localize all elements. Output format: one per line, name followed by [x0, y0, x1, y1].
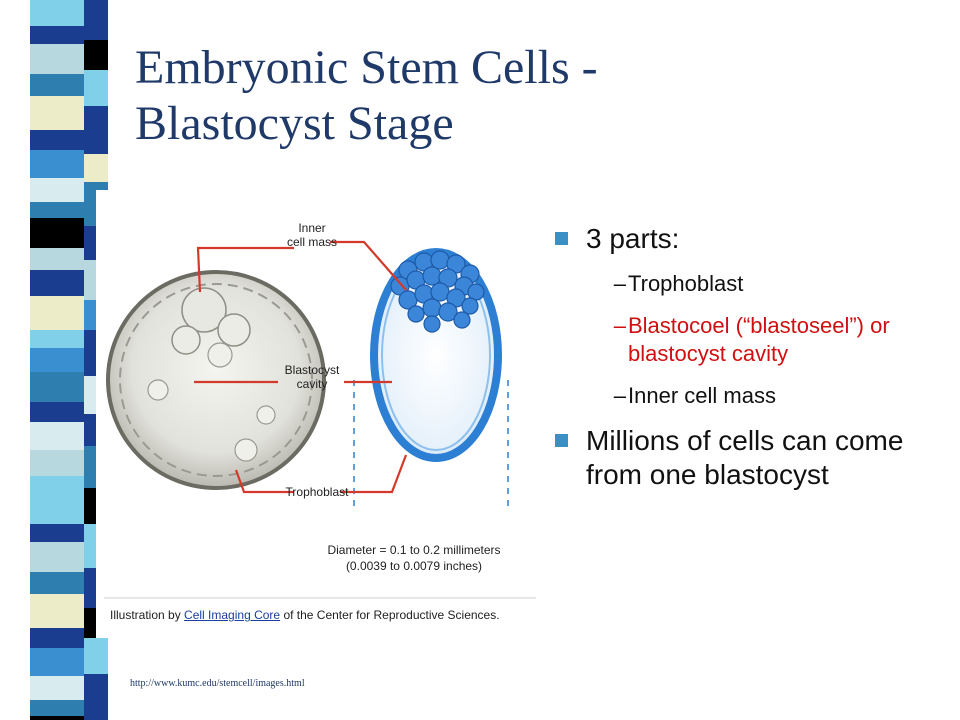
label-cavity-1: Blastocyst	[285, 363, 340, 377]
strip-block	[30, 450, 84, 476]
bullet-item: Millions of cells can come from one blas…	[555, 424, 935, 492]
bullet-item: 3 parts:–Trophoblast–Blastocoel (“blasto…	[555, 222, 935, 410]
strip-block	[30, 44, 84, 74]
strip-block	[30, 202, 84, 218]
sub-item: –Trophoblast	[586, 270, 935, 298]
strip-block	[84, 106, 108, 154]
strip-block	[30, 74, 84, 96]
strip-block	[30, 372, 84, 402]
strip-block	[30, 218, 84, 248]
source-url[interactable]: http://www.kumc.edu/stemcell/images.html	[130, 678, 305, 689]
strip-block	[30, 700, 84, 716]
figure-caption: Illustration by Cell Imaging Core of the…	[110, 608, 500, 622]
strip-block	[30, 676, 84, 700]
strip-block	[30, 498, 84, 524]
sub-item-text: Blastocoel (“blastoseel”) or blastocyst …	[628, 313, 890, 366]
bullet-text: Millions of cells can come from one blas…	[586, 425, 904, 490]
strip-block	[30, 524, 84, 542]
square-bullet-icon	[555, 434, 568, 447]
strip-block	[84, 154, 108, 182]
strip-block	[84, 674, 108, 720]
strip-block	[84, 40, 108, 70]
blastocyst-diagram: Inner cell mass Blastocyst cavity Tropho…	[104, 221, 536, 599]
sub-item: –Inner cell mass	[586, 382, 935, 410]
strip-block	[30, 296, 84, 330]
label-inner-cell-mass-1: Inner	[298, 221, 325, 235]
strip-block	[30, 594, 84, 628]
sub-list: –Trophoblast–Blastocoel (“blastoseel”) o…	[586, 270, 935, 410]
strip-block	[84, 638, 108, 674]
strip-block	[30, 96, 84, 130]
label-cavity-2: cavity	[297, 377, 328, 391]
bullet-text: 3 parts:	[586, 223, 680, 254]
strip-block	[30, 270, 84, 296]
diameter-line-2: (0.0039 to 0.0079 inches)	[346, 559, 482, 573]
strip-block	[30, 648, 84, 676]
caption-suffix: of the Center for Reproductive Sciences.	[283, 608, 500, 622]
sub-item-text: Inner cell mass	[628, 383, 776, 408]
schematic-blastocyst	[370, 248, 502, 462]
title-line-2: Blastocyst Stage	[135, 97, 454, 150]
strip-block	[30, 716, 84, 720]
strip-block	[30, 348, 84, 372]
strip-block	[30, 628, 84, 648]
bullet-list: 3 parts:–Trophoblast–Blastocoel (“blasto…	[555, 222, 935, 492]
strip-column-left	[30, 0, 84, 720]
square-bullet-icon	[555, 232, 568, 245]
strip-block	[30, 422, 84, 450]
slide-title: Embryonic Stem Cells - Blastocyst Stage	[135, 40, 935, 152]
sub-item-text: Trophoblast	[628, 271, 744, 296]
strip-block	[30, 572, 84, 594]
strip-block	[30, 330, 84, 348]
sub-item: –Blastocoel (“blastoseel”) or blastocyst…	[586, 312, 935, 368]
caption-link[interactable]: Cell Imaging Core	[184, 608, 281, 622]
micrograph-blastocyst	[106, 270, 326, 490]
title-line-1: Embryonic Stem Cells -	[135, 41, 598, 94]
strip-block	[30, 248, 84, 270]
strip-block	[30, 476, 84, 498]
strip-block	[30, 542, 84, 572]
dash-marker: –	[613, 313, 626, 338]
strip-block	[30, 130, 84, 150]
dash-marker: –	[613, 383, 626, 408]
strip-block	[30, 178, 84, 202]
strip-block	[30, 150, 84, 178]
label-trophoblast: Trophoblast	[286, 485, 350, 499]
strip-block	[84, 0, 108, 40]
strip-block	[84, 70, 108, 106]
strip-block	[30, 0, 84, 26]
inner-cell-mass-cells	[390, 250, 485, 333]
decorative-side-strip	[0, 0, 108, 720]
strip-block	[30, 26, 84, 44]
dash-marker: –	[613, 271, 626, 296]
diameter-line-1: Diameter = 0.1 to 0.2 millimeters	[327, 543, 500, 557]
blastocyst-illustration: Inner cell mass Blastocyst cavity Tropho…	[96, 190, 538, 638]
caption-prefix: Illustration by	[110, 608, 181, 622]
label-inner-cell-mass-2: cell mass	[287, 235, 337, 249]
strip-block	[30, 402, 84, 422]
